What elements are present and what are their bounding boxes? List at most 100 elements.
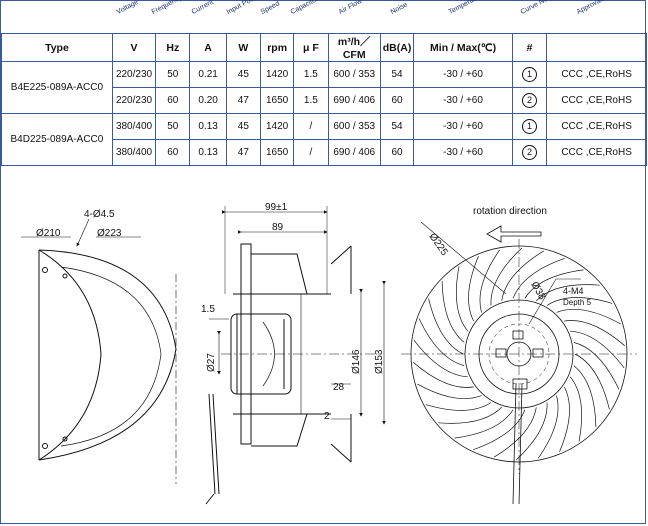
curve-badge: 1 [522, 119, 538, 134]
cell-air: 600 / 353 [327, 113, 381, 140]
hdr-current: Current [190, 0, 215, 17]
impeller-blade [536, 284, 600, 301]
cell-air: 690 / 406 [327, 87, 381, 114]
cell-temp: -30 / +60 [413, 87, 513, 114]
cell-temp: -30 / +60 [413, 113, 513, 140]
cell-db: 60 [379, 87, 415, 114]
cell-temp: -30 / +60 [413, 61, 513, 88]
curve-badge: 1 [522, 67, 538, 82]
unit-w: W [225, 33, 262, 62]
dim-t15: 1.5 [201, 304, 215, 315]
cell-v: 380/400 [111, 113, 157, 140]
unit-curve: # [511, 33, 548, 62]
cell-cap: 1.5 [293, 61, 329, 88]
impeller-front-view [401, 221, 637, 505]
impeller-blades [413, 247, 625, 461]
cell-approvals: CCC ,CE,RoHS [546, 113, 647, 140]
unit-approvals [546, 33, 647, 62]
rotation-direction-label: rotation direction [473, 206, 547, 217]
hdr-temperature: Temperature [447, 0, 486, 16]
impeller-blade [515, 402, 548, 461]
hdr-curve-no: Curve No. [519, 0, 551, 16]
units-row: Type V Hz A W rpm μ F m³/h／CFM dB(A) Min… [1, 33, 647, 62]
cell-w: 45 [225, 113, 262, 140]
cell-curve: 2 [511, 139, 548, 166]
impeller-blade [524, 269, 584, 299]
hdr-voltage: Voltage [115, 0, 140, 17]
dim-holes: 4-Ø4.5 [84, 209, 115, 220]
impeller-blade [574, 353, 610, 410]
cell-hz: 60 [155, 87, 191, 114]
cell-type: B4D225-089A-ACC0 [1, 113, 113, 166]
cell-air: 690 / 406 [327, 139, 381, 166]
cell-db: 54 [379, 113, 415, 140]
unit-temp: Min / Max(℃) [413, 33, 513, 62]
cell-temp: -30 / +60 [413, 139, 513, 166]
cell-a: 0.13 [189, 113, 227, 140]
hdr-speed: Speed [259, 0, 281, 16]
impeller-blade [559, 386, 570, 453]
dim-d223: Ø223 [97, 228, 122, 239]
impeller-blade [428, 298, 464, 355]
side-section-view [205, 206, 386, 505]
impeller-blade [455, 266, 469, 332]
cell-a: 0.21 [189, 61, 227, 88]
cell-rpm: 1650 [259, 87, 295, 114]
cell-hz: 50 [155, 113, 191, 140]
impeller-blade [438, 407, 502, 424]
cell-w: 45 [225, 61, 262, 88]
impeller-blade [418, 318, 465, 366]
dim-w99: 99±1 [265, 202, 288, 213]
spec-table: Type V Hz A W rpm μ F m³/h／CFM dB(A) Min… [1, 33, 647, 166]
cell-v: 220/230 [111, 87, 157, 114]
impeller-blade [512, 257, 565, 299]
cell-hz: 60 [155, 139, 191, 166]
unit-a: A [189, 33, 227, 62]
cell-db: 60 [379, 139, 415, 166]
unit-v: V [111, 33, 157, 62]
dim-m4: 4-M4 [563, 286, 584, 296]
dim-l28: 28 [333, 382, 345, 393]
dim-d153: Ø153 [374, 349, 385, 374]
cell-curve: 2 [511, 87, 548, 114]
unit-hz: Hz [155, 33, 191, 62]
cell-cap: / [293, 113, 329, 140]
impeller-blade [479, 249, 500, 313]
hdr-approvals: Approvals [575, 0, 607, 16]
unit-airflow: m³/h／CFM [327, 33, 381, 62]
impeller-blade [546, 297, 613, 306]
cell-db: 54 [379, 61, 415, 88]
cell-v: 380/400 [111, 139, 157, 166]
impeller-blade [569, 376, 583, 442]
cell-approvals: CCC ,CE,RoHS [546, 61, 647, 88]
dim-d146: Ø146 [351, 349, 362, 374]
impeller-blade [570, 330, 625, 369]
table-row: B4D225-089A-ACC0 380/400 50 0.13 45 1420… [1, 113, 647, 166]
unit-type: Type [1, 33, 113, 62]
impeller-blade [573, 365, 597, 428]
cell-rpm: 1420 [259, 61, 295, 88]
impeller-blade [425, 402, 492, 411]
cell-cap: 1.5 [293, 87, 329, 114]
unit-db: dB(A) [379, 33, 415, 62]
impeller-blade [413, 339, 468, 378]
unit-rpm: rpm [259, 33, 295, 62]
hdr-frequency: Frequency [150, 0, 184, 17]
unit-uf: μ F [293, 33, 329, 62]
impeller-blade [564, 320, 625, 346]
cell-v: 220/230 [111, 61, 157, 88]
technical-drawing: Ø210 4-Ø4.5 Ø223 [21, 202, 637, 505]
impeller-blade [490, 247, 523, 306]
dim-depth: Depth 5 [563, 298, 592, 307]
cell-air: 600 / 353 [327, 61, 381, 88]
cell-type: B4E225-089A-ACC0 [1, 61, 113, 114]
impeller-blade [413, 362, 474, 388]
impeller-blade [417, 383, 482, 400]
cell-a: 0.13 [189, 139, 227, 166]
dim-d27: Ø27 [206, 353, 217, 372]
cell-rpm: 1420 [259, 113, 295, 140]
cell-approvals: CCC ,CE,RoHS [546, 139, 647, 166]
dim-l2: 2 [324, 411, 330, 422]
impeller-blade [441, 280, 465, 343]
